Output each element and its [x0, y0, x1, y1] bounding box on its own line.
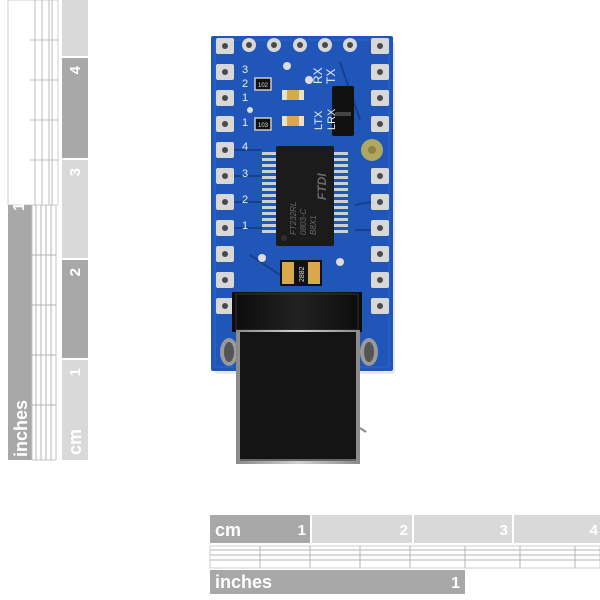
- vertical-ruler-cm-label-1: 1: [67, 368, 84, 376]
- silk-label-rx: RX: [311, 67, 325, 84]
- horizontal-ruler-inch-label-1: 1: [451, 575, 460, 592]
- silk-label: 1: [242, 117, 248, 129]
- chip-marking: 0803-C: [299, 209, 308, 235]
- vertical-ruler-cm-column: [62, 0, 88, 460]
- vertical-ruler-cm-label-3: 3: [67, 168, 84, 176]
- left-pin-column: [216, 38, 234, 314]
- resistor-label: 102: [258, 83, 269, 89]
- chip-marking: B8X1: [309, 215, 318, 235]
- smd-components: 102 103: [247, 62, 383, 266]
- chip-marking: FT232RL: [289, 202, 298, 235]
- polyfuse: 2882: [280, 260, 322, 286]
- silk-label-lrx: LRX: [326, 108, 338, 130]
- vertical-ruler-inches-block: [8, 205, 32, 460]
- chip-marking: FTDI: [315, 173, 329, 200]
- right-pin-column: [371, 38, 389, 314]
- horizontal-ruler-unit-inches: inches: [215, 572, 272, 592]
- horizontal-ruler-cm-label-2: 2: [400, 522, 408, 539]
- vertical-ruler-top-ticks: [30, 0, 58, 205]
- silk-label: 4: [242, 141, 248, 153]
- usb-b-connector: [220, 292, 378, 464]
- horizontal-ruler-cm-label-4: 4: [590, 522, 599, 539]
- ft232rl-chip: FT232RL 0803-C B8X1 FTDI: [262, 146, 348, 246]
- vertical-ruler-inch-label-1: 1: [11, 202, 28, 211]
- silk-label: 3: [242, 64, 248, 76]
- vertical-ruler-unit-cm: cm: [65, 429, 85, 455]
- horizontal-ruler-ticks: [210, 546, 600, 568]
- vertical-ruler-unit-inches: inches: [11, 400, 31, 457]
- vertical-ruler-cm-label-2: 2: [67, 268, 84, 276]
- silk-label: 1: [242, 92, 248, 104]
- resistor-label: 103: [258, 123, 269, 129]
- vertical-ruler-cm-label-4: 4: [67, 65, 84, 74]
- vertical-ruler-inch-ticks: [32, 205, 56, 460]
- vertical-ruler: 1 inches 4 3 2 1 cm: [7, 0, 88, 461]
- horizontal-ruler-cm-label-1: 1: [298, 522, 306, 539]
- top-pin-row: [242, 38, 357, 52]
- silk-label: 2: [242, 78, 248, 90]
- silk-label-tx: TX: [324, 69, 338, 84]
- silk-label: 3: [242, 168, 248, 180]
- horizontal-ruler-unit-cm: cm: [215, 520, 241, 540]
- silk-label: 2: [242, 194, 248, 206]
- silk-label: 1: [242, 220, 248, 232]
- fuse-label: 2882: [299, 266, 306, 282]
- horizontal-ruler: cm 1 2 3 4 inches 1: [209, 515, 600, 594]
- ftdi-breakout-board: 102 103 3 1 2 1 4 3 2 1 RX TX LTX LRX: [211, 36, 395, 464]
- silk-label-ltx: LTX: [313, 110, 325, 130]
- horizontal-ruler-cm-label-3: 3: [500, 522, 508, 539]
